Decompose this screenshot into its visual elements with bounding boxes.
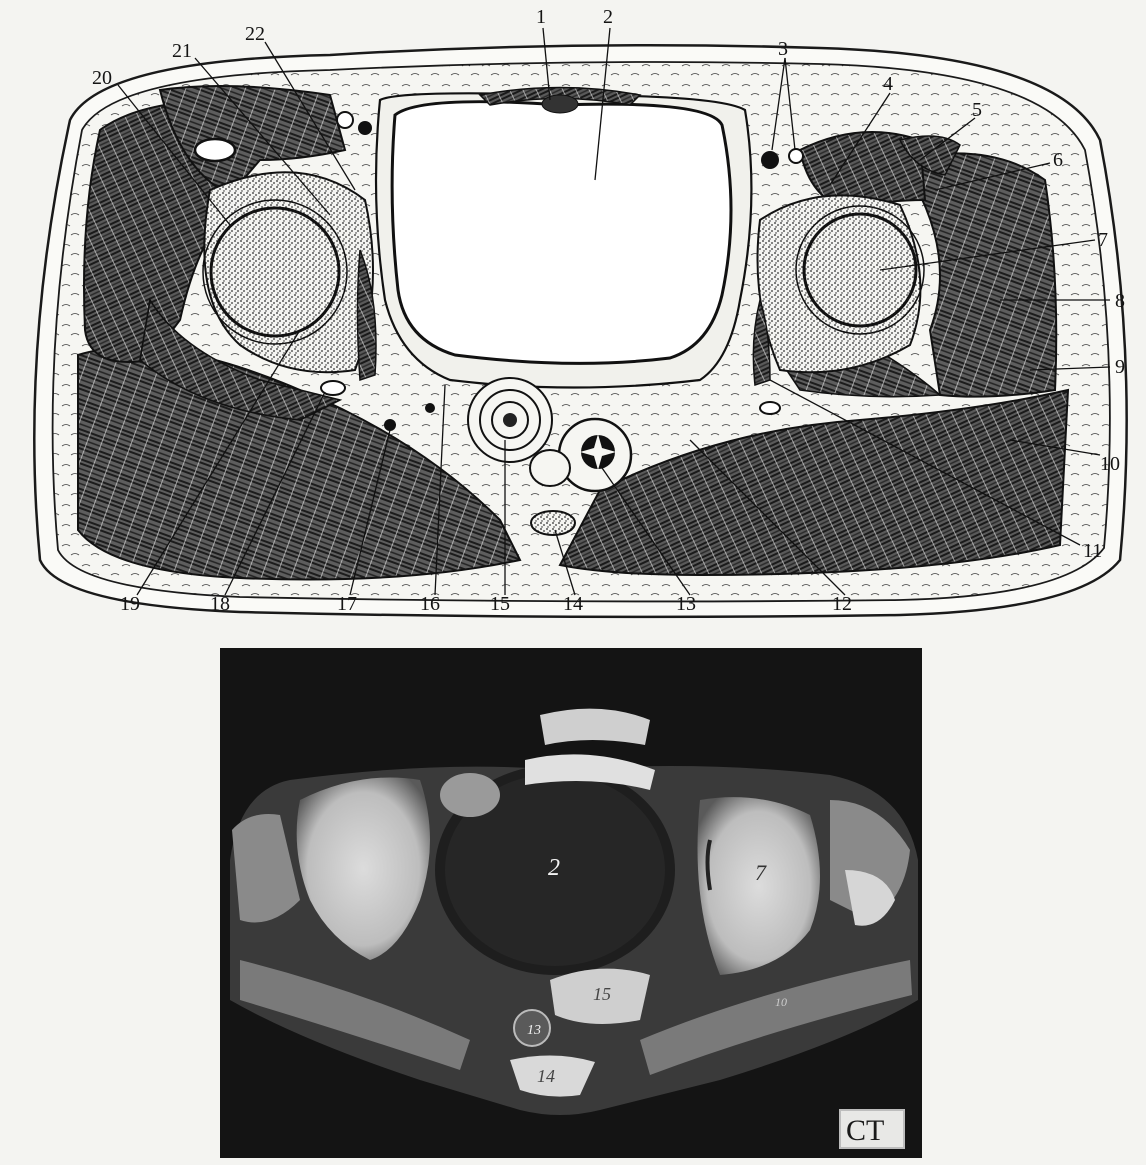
pubic-symphysis <box>542 95 578 113</box>
label-17: 17 <box>337 593 357 615</box>
right-femoral-vessel-a <box>761 151 779 169</box>
label-16: 16 <box>420 593 440 615</box>
left-femoral-head <box>211 208 339 336</box>
ct-image: 2 7 15 13 14 10 CT <box>220 648 922 1158</box>
ct-left-vessels <box>440 773 500 817</box>
rectum-lumen <box>503 413 517 427</box>
coccyx <box>531 511 575 535</box>
label-21: 21 <box>172 40 192 62</box>
ct-label-10: 10 <box>775 995 787 1009</box>
cross-section-drawing <box>34 45 1126 617</box>
label-6: 6 <box>1053 149 1063 171</box>
ct-label-13: 13 <box>527 1023 541 1038</box>
label-12: 12 <box>832 593 852 615</box>
label-19: 19 <box>120 593 140 615</box>
label-15: 15 <box>490 593 510 615</box>
label-2: 2 <box>603 6 613 28</box>
label-3: 3 <box>778 38 788 60</box>
ct-label-14: 14 <box>537 1066 555 1086</box>
vessel-16 <box>425 403 435 413</box>
vessel-17 <box>384 419 396 431</box>
label-22: 22 <box>245 23 265 45</box>
label-8: 8 <box>1115 290 1125 312</box>
label-10: 10 <box>1100 453 1120 475</box>
label-1: 1 <box>536 6 546 28</box>
ct-label-2: 2 <box>548 855 560 881</box>
bladder <box>392 102 731 364</box>
label-13: 13 <box>676 593 696 615</box>
structure-13-side <box>530 450 570 486</box>
ct-tag: CT <box>846 1114 884 1147</box>
right-femoral-head <box>804 214 916 326</box>
right-femoral-vessel-b <box>789 149 803 163</box>
label-4: 4 <box>883 73 893 95</box>
left-femoral-vessel-a <box>337 112 353 128</box>
ct-label-7: 7 <box>755 860 767 885</box>
left-gluteal-vessel <box>195 139 235 161</box>
label-18: 18 <box>210 593 230 615</box>
label-7: 7 <box>1098 229 1108 251</box>
label-20: 20 <box>92 67 112 89</box>
label-11: 11 <box>1083 540 1102 562</box>
sciatic-nerve-right <box>760 402 780 414</box>
label-5: 5 <box>972 99 982 121</box>
label-14: 14 <box>563 593 583 615</box>
label-9: 9 <box>1115 356 1125 378</box>
left-femoral-vessel-b <box>358 121 372 135</box>
ct-label-15: 15 <box>593 984 611 1004</box>
